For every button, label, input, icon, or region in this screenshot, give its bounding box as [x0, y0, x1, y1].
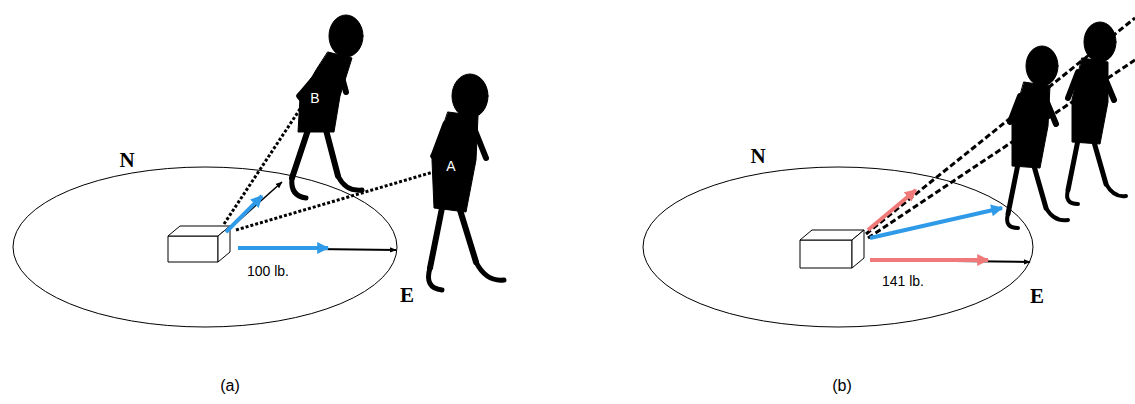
component-arrow [868, 190, 916, 230]
puller-figure [429, 74, 505, 290]
ground-ellipse [13, 167, 397, 327]
compass-east: E [400, 285, 414, 306]
compass-north: N [750, 146, 765, 167]
panel-label: (b) [832, 378, 852, 394]
compass-east: E [1030, 286, 1044, 307]
puller-figure [1007, 46, 1068, 228]
puller-letter: A [446, 159, 455, 173]
crate [168, 226, 230, 262]
resultant-arrow [870, 260, 1030, 262]
rope [866, 18, 1135, 234]
force-arrow [238, 246, 328, 250]
panel-label: (a) [220, 378, 240, 394]
compass-north: N [119, 150, 134, 171]
resultant-arrow [238, 248, 396, 250]
puller-figure [292, 15, 363, 198]
rope [236, 170, 440, 230]
direction-arrow [226, 182, 282, 232]
component-arrow [870, 258, 988, 262]
puller-figure [1067, 22, 1126, 204]
ground-ellipse [643, 167, 1033, 327]
force-arrow [226, 196, 262, 232]
force-value: 141 lb. [882, 274, 924, 288]
rope [224, 100, 306, 224]
force-value: 100 lb. [247, 264, 289, 278]
crate [800, 230, 864, 268]
puller-letter: B [310, 91, 319, 105]
